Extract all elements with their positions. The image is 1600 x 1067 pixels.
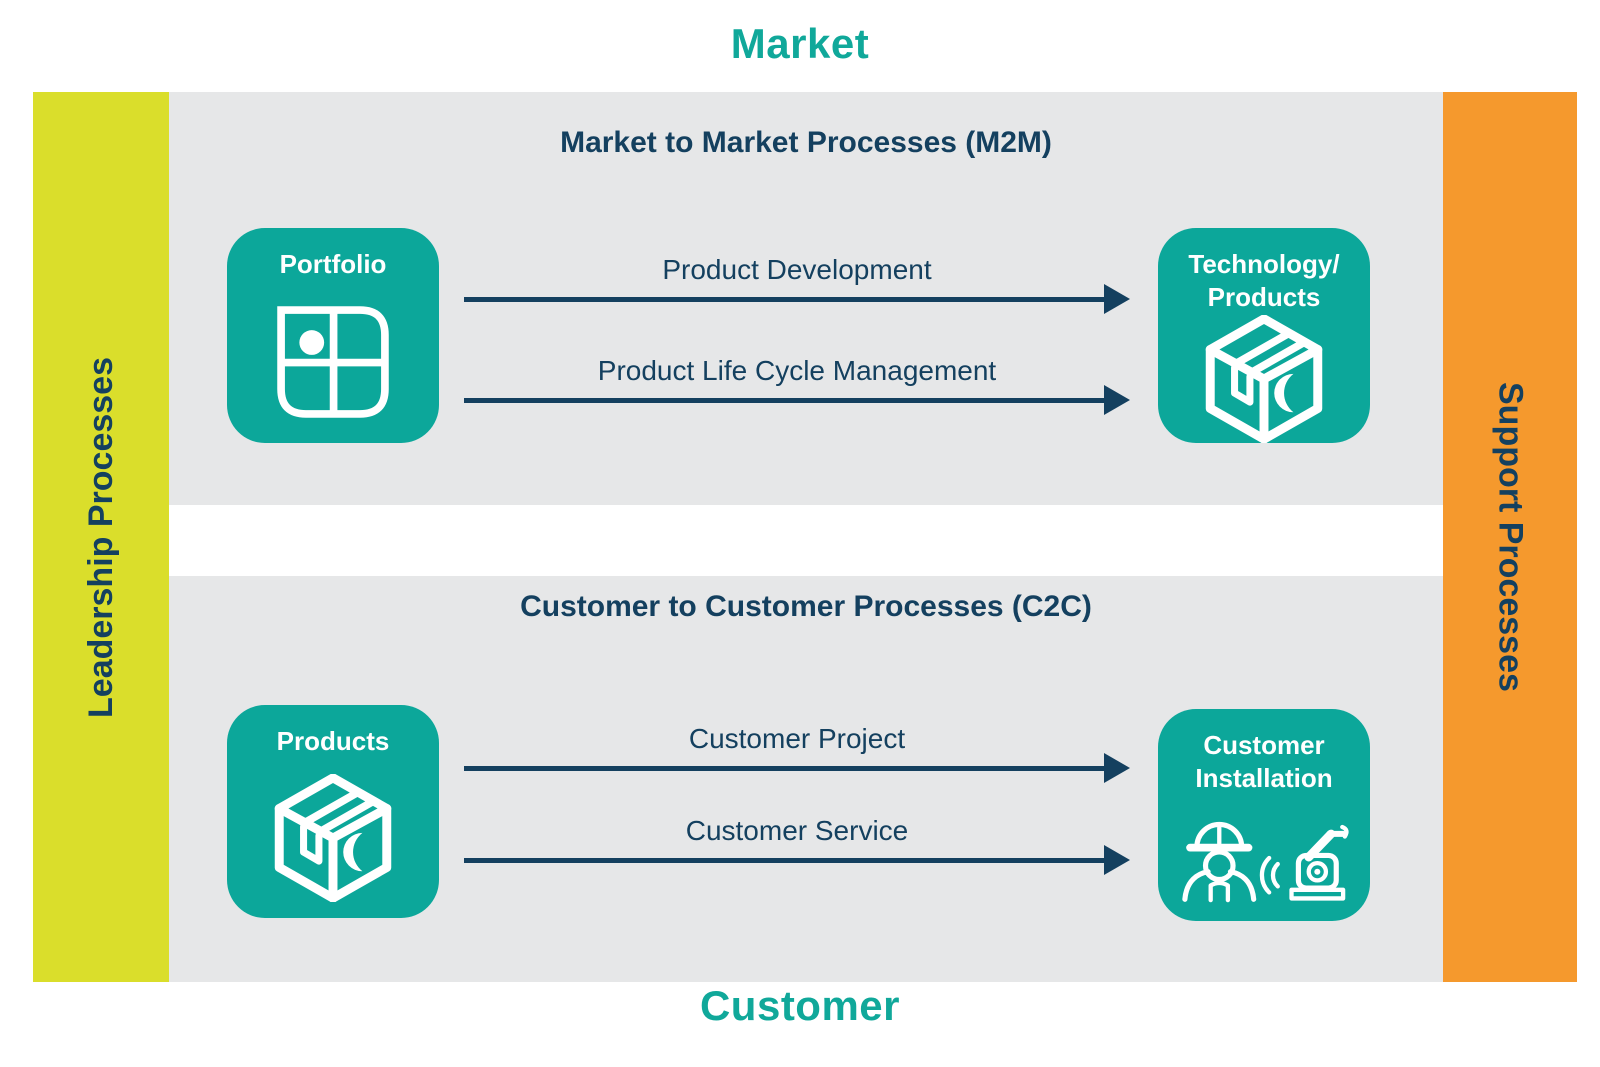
technology-products-node-label: Technology/ Products	[1188, 248, 1339, 315]
arrow-head-icon	[1104, 385, 1130, 415]
market-title: Market	[730, 20, 870, 67]
products-node-label: Products	[276, 726, 390, 756]
portfolio-node-label: Portfolio	[279, 249, 387, 279]
customer-title: Customer	[699, 982, 901, 1029]
arrow-head-icon	[1104, 753, 1130, 783]
product-life-cycle-management-label: Product Life Cycle Management	[597, 355, 997, 386]
customer-installation-node: Customer Installation	[1158, 709, 1370, 921]
arrow-head-icon	[1104, 284, 1130, 314]
label-line: Technology/	[1188, 249, 1340, 279]
arrow-head-icon	[1104, 845, 1130, 875]
leadership-processes-bar: Leadership Processes	[33, 92, 169, 982]
package-box-icon	[1200, 314, 1328, 443]
support-processes-label: Support Processes	[1491, 382, 1530, 692]
package-box-icon	[269, 758, 397, 918]
customer-service-label: Customer Service	[685, 815, 909, 846]
label-line: Installation	[1195, 763, 1333, 794]
label-line: Products	[1207, 282, 1321, 313]
arrow-line	[464, 858, 1108, 863]
leadership-processes-label: Leadership Processes	[81, 356, 120, 718]
c2c-panel: Customer to Customer Processes (C2C) Pro…	[169, 576, 1443, 982]
m2m-panel: Market to Market Processes (M2M) Portfol…	[169, 92, 1443, 505]
c2c-panel-heading: Customer to Customer Processes (C2C)	[520, 590, 1092, 623]
m2m-panel-heading: Market to Market Processes (M2M)	[560, 126, 1052, 159]
products-node: Products	[227, 705, 439, 918]
portfolio-grid-icon	[274, 281, 392, 443]
customer-project-label: Customer Project	[688, 723, 906, 754]
worker-and-robot-arm-icon	[1178, 796, 1350, 921]
arrow-line	[464, 398, 1108, 403]
arrow-line	[464, 766, 1108, 771]
product-development-label: Product Development	[662, 254, 932, 285]
arrow-line	[464, 297, 1108, 302]
technology-products-node: Technology/ Products	[1158, 228, 1370, 443]
support-processes-bar: Support Processes	[1443, 92, 1577, 982]
portfolio-node: Portfolio	[227, 228, 439, 443]
customer-installation-node-label: Customer Installation	[1195, 729, 1332, 796]
label-line: Customer	[1203, 730, 1325, 760]
